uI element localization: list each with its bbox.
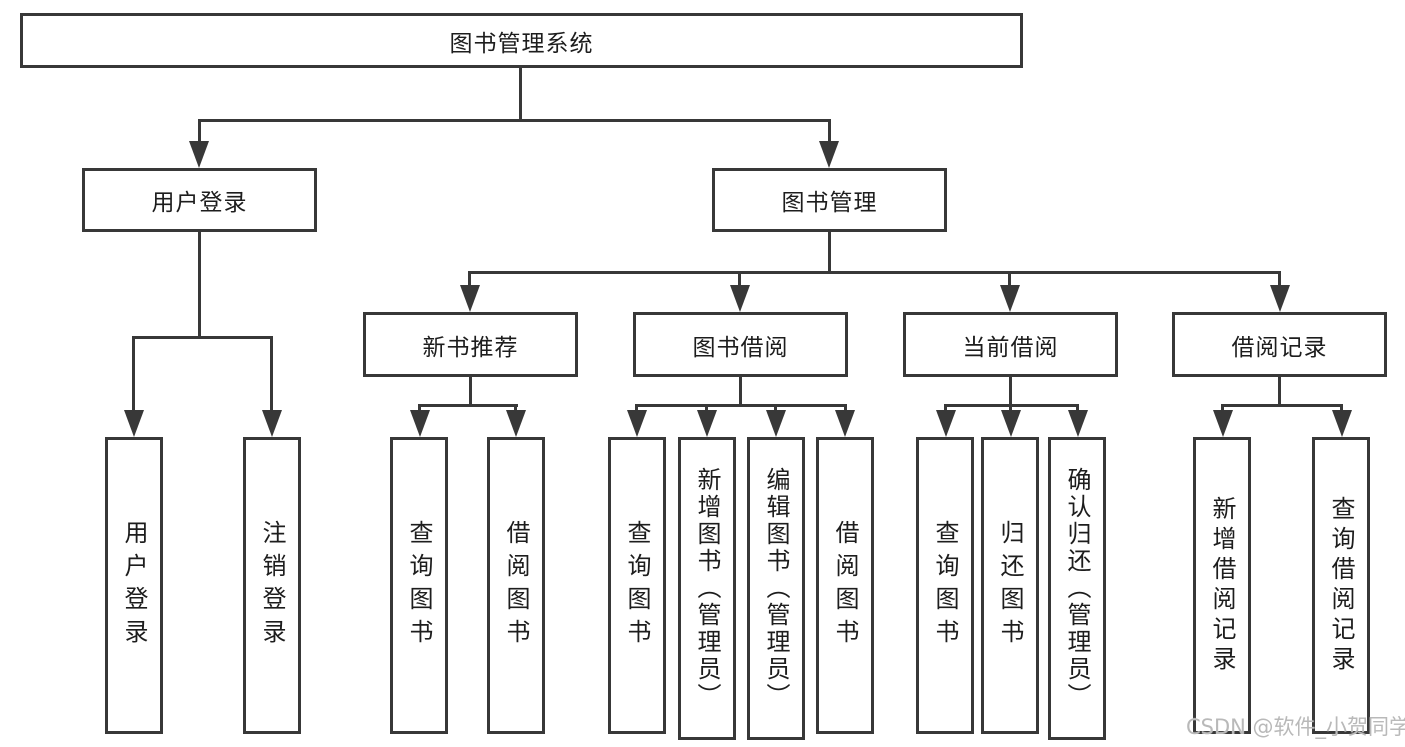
arrowhead-bb-add: [697, 410, 717, 437]
leaf-cb-return-books: 归还图书: [981, 437, 1039, 734]
connector-root-stub: [519, 68, 522, 121]
leaf-logout-label: 注销登录: [258, 519, 286, 652]
arrowhead-bb-edit: [766, 410, 786, 437]
connector-drop-borrow-record: [1278, 271, 1281, 287]
leaf-br-add-record-label: 新增借阅记录: [1208, 495, 1236, 676]
connector-user-login-stub: [198, 232, 201, 336]
arrowhead-book-borrow: [730, 285, 750, 312]
arrowhead-borrow-record: [1270, 285, 1290, 312]
connector-drop-nbr-borrow: [514, 404, 517, 414]
leaf-logout: 注销登录: [243, 437, 301, 734]
connector-root-branch: [198, 119, 831, 122]
connector-book-borrow-branch: [635, 404, 847, 407]
leaf-bb-add-books-admin-label: 新增图书（管理员）: [693, 467, 721, 710]
leaf-bb-add-books-admin: 新增图书（管理员）: [678, 437, 736, 740]
arrowhead-cb-query: [936, 410, 956, 437]
leaf-cb-query-books-label: 查询图书: [931, 519, 959, 652]
connector-new-book-rec-branch: [418, 404, 518, 407]
node-borrow-record-label: 借阅记录: [1231, 334, 1328, 361]
node-new-book-rec: 新书推荐: [363, 312, 578, 377]
arrowhead-new-book-rec: [460, 285, 480, 312]
node-user-login: 用户登录: [82, 168, 317, 232]
arrowhead-bb-query: [627, 410, 647, 437]
connector-drop-bb-borrow: [844, 404, 847, 414]
arrowhead-leaf-logout: [262, 410, 282, 437]
leaf-bb-edit-books-admin: 编辑图书（管理员）: [747, 437, 805, 740]
connector-drop-cb-return: [1009, 404, 1012, 414]
leaf-nbr-borrow-books: 借阅图书: [487, 437, 545, 734]
connector-drop-leaf-logout: [270, 336, 273, 414]
connector-user-login-branch: [132, 336, 273, 339]
leaf-br-add-record: 新增借阅记录: [1193, 437, 1251, 734]
leaf-user-login: 用户登录: [105, 437, 163, 734]
leaf-nbr-query-books-label: 查询图书: [405, 519, 433, 652]
node-root: 图书管理系统: [20, 13, 1023, 68]
leaf-bb-borrow-books: 借阅图书: [816, 437, 874, 734]
node-current-borrow: 当前借阅: [903, 312, 1118, 377]
connector-drop-bb-add: [705, 404, 708, 414]
node-book-borrow-label: 图书借阅: [692, 334, 789, 361]
node-borrow-record: 借阅记录: [1172, 312, 1387, 377]
arrowhead-br-add: [1213, 410, 1233, 437]
connector-new-book-rec-stub: [469, 377, 472, 407]
leaf-bb-query-books-label: 查询图书: [623, 519, 651, 652]
connector-drop-book-mgmt: [828, 119, 831, 145]
connector-drop-nbr-query: [418, 404, 421, 414]
leaf-br-query-record-label: 查询借阅记录: [1327, 495, 1355, 676]
node-new-book-rec-label: 新书推荐: [422, 334, 519, 361]
leaf-cb-confirm-return-admin-label: 确认归还（管理员）: [1063, 467, 1091, 710]
connector-book-mgmt-branch: [469, 271, 1281, 274]
node-root-label: 图书管理系统: [449, 30, 594, 57]
connector-drop-bb-query: [635, 404, 638, 414]
node-current-borrow-label: 当前借阅: [962, 334, 1059, 361]
connector-book-mgmt-stub: [828, 232, 831, 274]
connector-drop-cb-confirm: [1076, 404, 1079, 414]
arrowhead-current-borrow: [1000, 285, 1020, 312]
leaf-cb-query-books: 查询图书: [916, 437, 974, 734]
connector-drop-new-book-rec: [468, 271, 471, 287]
connector-drop-user-login: [198, 119, 201, 145]
node-book-mgmt-label: 图书管理: [781, 190, 878, 216]
node-book-mgmt: 图书管理: [712, 168, 947, 232]
leaf-user-login-label: 用户登录: [120, 519, 148, 652]
arrowhead-nbr-borrow: [506, 410, 526, 437]
connector-drop-current-borrow: [1008, 271, 1011, 287]
arrowhead-cb-return: [1001, 410, 1021, 437]
node-user-login-label: 用户登录: [151, 190, 248, 216]
connector-current-borrow-stub: [1009, 377, 1012, 407]
connector-book-borrow-stub: [739, 377, 742, 407]
leaf-bb-query-books: 查询图书: [608, 437, 666, 734]
leaf-bb-borrow-books-label: 借阅图书: [831, 519, 859, 652]
connector-drop-bb-edit: [774, 404, 777, 414]
arrowhead-br-query: [1332, 410, 1352, 437]
connector-drop-br-query: [1340, 404, 1343, 414]
arrowhead-nbr-query: [410, 410, 430, 437]
csdn-watermark: CSDN @软件_小贺同学: [1186, 715, 1405, 739]
arrowhead-book-mgmt: [819, 141, 839, 168]
connector-drop-cb-query: [944, 404, 947, 414]
connector-drop-br-add: [1221, 404, 1224, 414]
connector-drop-book-borrow: [738, 271, 741, 287]
arrowhead-leaf-user-login: [124, 410, 144, 437]
leaf-cb-return-books-label: 归还图书: [996, 519, 1024, 652]
arrowhead-cb-confirm: [1068, 410, 1088, 437]
arrowhead-user-login: [189, 141, 209, 168]
node-book-borrow: 图书借阅: [633, 312, 848, 377]
arrowhead-bb-borrow: [835, 410, 855, 437]
leaf-br-query-record: 查询借阅记录: [1312, 437, 1370, 734]
connector-drop-leaf-user-login: [132, 336, 135, 414]
leaf-bb-edit-books-admin-label: 编辑图书（管理员）: [762, 467, 790, 710]
leaf-nbr-query-books: 查询图书: [390, 437, 448, 734]
connector-borrow-record-branch: [1221, 404, 1343, 407]
leaf-cb-confirm-return-admin: 确认归还（管理员）: [1048, 437, 1106, 740]
connector-borrow-record-stub: [1278, 377, 1281, 407]
leaf-nbr-borrow-books-label: 借阅图书: [502, 519, 530, 652]
